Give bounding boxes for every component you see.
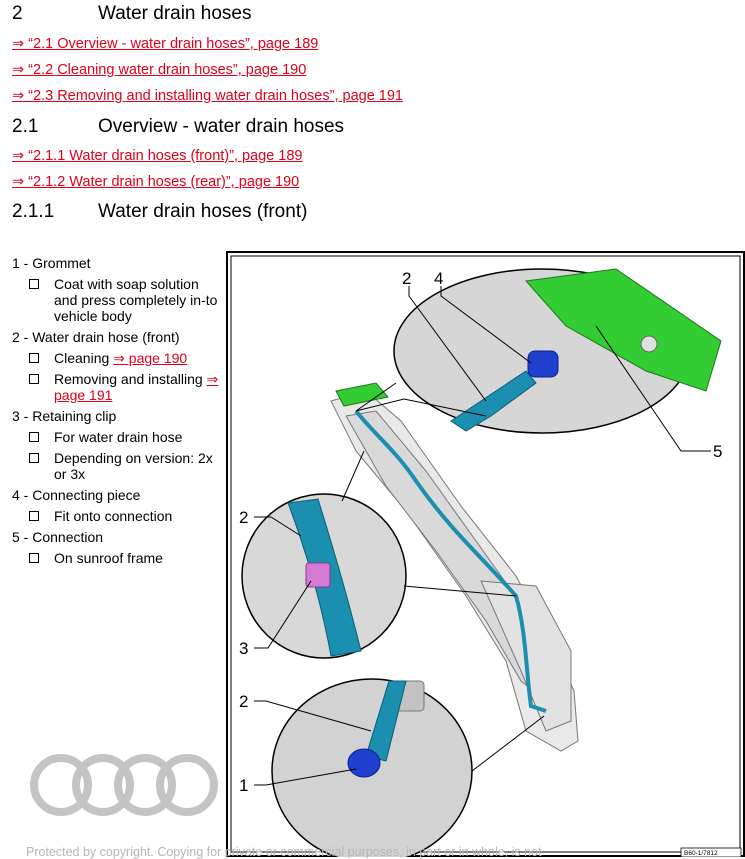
legend-sub: Depending on version: 2x or 3x <box>12 450 222 482</box>
green-sunroof-frame <box>525 268 722 392</box>
parts-legend: 1 - Grommet Coat with soap solution and … <box>12 250 222 566</box>
section-number: 2.1 <box>12 116 39 137</box>
legend-sub-text: For water drain hose <box>54 429 183 445</box>
checkbox-icon <box>29 353 39 363</box>
connecting-piece <box>527 350 559 378</box>
legend-sub-text: Fit onto connection <box>54 508 173 524</box>
legend-sub: Fit onto connection <box>12 508 222 524</box>
legend-sub-text: Removing and installing <box>54 371 207 387</box>
legend-item-hose: 2 - Water drain hose (front) <box>12 329 180 345</box>
retaining-clip <box>305 562 331 588</box>
figure-inner-frame <box>230 255 741 853</box>
hose-detail-top <box>450 370 537 432</box>
green-frame-small <box>335 382 389 407</box>
checkbox-icon <box>29 432 39 442</box>
section-title: Overview - water drain hoses <box>98 116 345 137</box>
page-link[interactable]: ⇒ page 190 <box>113 350 188 366</box>
a-pillar <box>330 390 579 752</box>
heading-2-1-1: 2.1.1 Water drain hoses (front) <box>12 201 307 223</box>
legend-item-grommet: 1 - Grommet <box>12 255 91 271</box>
section-number: 2 <box>12 3 23 24</box>
checkbox-icon <box>29 553 39 563</box>
callout-2-middle: 2 <box>239 508 248 527</box>
toc-link[interactable]: ⇒ “2.1 Overview - water drain hoses”, pa… <box>12 36 319 52</box>
figure-code-box <box>680 847 742 857</box>
toc-link[interactable]: ⇒ “2.3 Removing and installing water dra… <box>12 88 403 104</box>
checkbox-icon <box>29 453 39 463</box>
callout-4: 4 <box>434 269 443 288</box>
legend-sub-text: Cleaning <box>54 350 114 366</box>
legend-sub: Removing and installing ⇒ page 191 <box>12 371 222 403</box>
leader-top-left <box>355 398 487 417</box>
toc-link[interactable]: ⇒ “2.1.1 Water drain hoses (front)”, pag… <box>12 148 303 164</box>
legend-sub: Cleaning ⇒ page 190 <box>12 350 222 366</box>
leader-top <box>355 382 397 412</box>
heading-2: 2 Water drain hoses <box>12 3 251 25</box>
hose-detail-bottom <box>365 680 407 762</box>
copyright-notice: Protected by copyright. Copying for priv… <box>26 845 542 859</box>
checkbox-icon <box>29 279 39 289</box>
section-title: Water drain hoses <box>98 3 252 24</box>
checkbox-icon <box>29 374 39 384</box>
hose-diagram: 2 4 5 2 3 2 1 B60-1/7812 <box>226 251 745 857</box>
callout-5: 5 <box>713 442 722 461</box>
legend-item-clip: 3 - Retaining clip <box>12 408 117 424</box>
audi-rings-logo <box>30 754 218 816</box>
grommet <box>347 748 381 778</box>
hose-main <box>354 409 547 713</box>
figure-code: B60-1/7812 <box>684 850 718 857</box>
heading-2-1: 2.1 Overview - water drain hoses <box>12 116 344 138</box>
legend-item-connection: 5 - Connection <box>12 529 104 545</box>
leader-middle-right <box>403 585 517 597</box>
bolt-icon <box>640 335 658 353</box>
leader-middle-top <box>341 450 365 502</box>
legend-sub: Coat with soap solution and press comple… <box>12 276 222 324</box>
legend-sub-text: On sunroof frame <box>54 550 163 566</box>
section-number: 2.1.1 <box>12 201 55 222</box>
toc-link[interactable]: ⇒ “2.1.2 Water drain hoses (rear)”, page… <box>12 174 300 190</box>
page-link[interactable]: ⇒ page 191 <box>54 371 219 403</box>
callout-2-bottom: 2 <box>239 692 248 711</box>
legend-sub: For water drain hose <box>12 429 222 445</box>
legend-sub-text: Coat with soap solution and press comple… <box>54 276 218 324</box>
callout-1: 1 <box>239 776 248 795</box>
leader-bottom <box>471 715 545 772</box>
legend-item-connecting-piece: 4 - Connecting piece <box>12 487 141 503</box>
callout-lines <box>254 286 711 786</box>
toc-link[interactable]: ⇒ “2.2 Cleaning water drain hoses”, page… <box>12 62 307 78</box>
section-title: Water drain hoses (front) <box>98 201 308 222</box>
callout-2-top: 2 <box>402 269 411 288</box>
legend-sub-text: Depending on version: 2x or 3x <box>54 450 213 482</box>
callout-3: 3 <box>239 639 248 658</box>
legend-sub: On sunroof frame <box>12 550 222 566</box>
checkbox-icon <box>29 511 39 521</box>
